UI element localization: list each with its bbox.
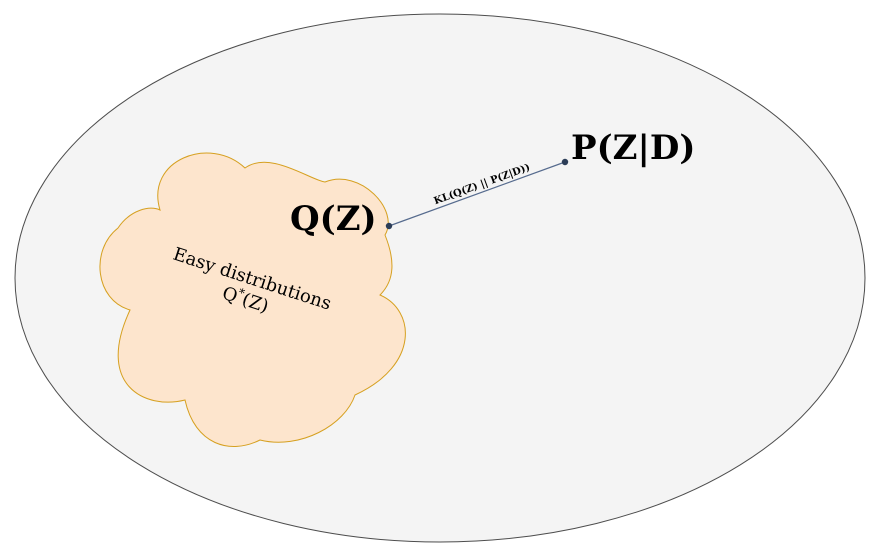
- posterior-label: P(Z|D): [571, 128, 695, 168]
- cloud-label-q: Q: [220, 283, 241, 308]
- q-point-dot: [385, 222, 393, 230]
- easy-distributions-cloud: [99, 152, 406, 447]
- q-distribution-label: Q(Z): [290, 199, 377, 239]
- kl-connector-line: [388, 161, 566, 227]
- p-point-dot: [561, 158, 569, 166]
- cloud-label-star: *: [236, 285, 246, 300]
